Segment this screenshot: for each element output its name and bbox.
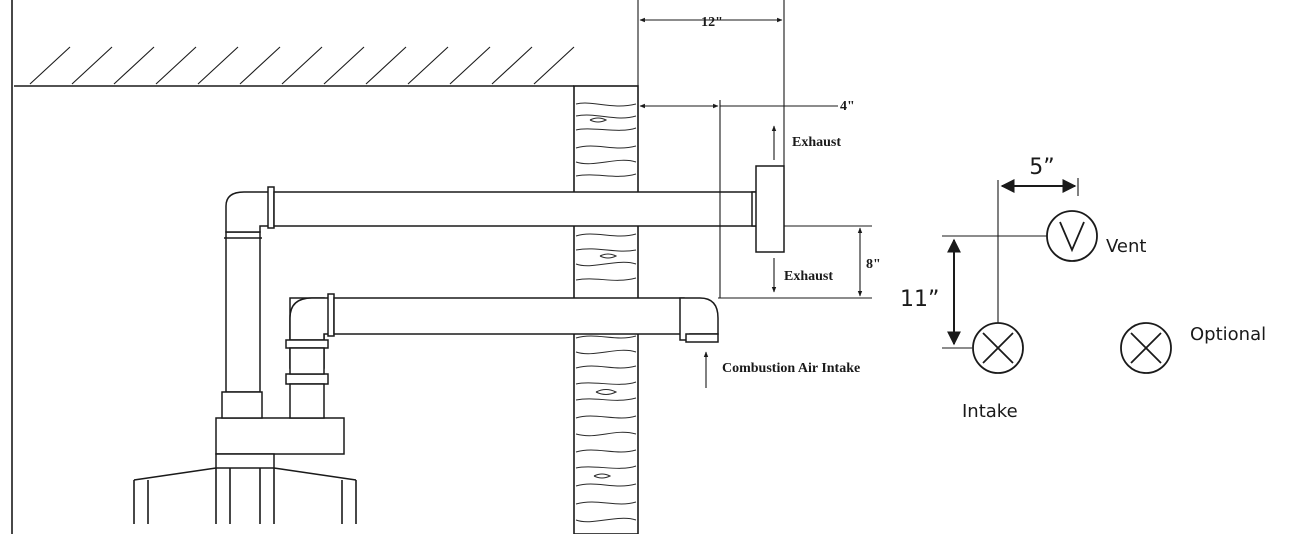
label-combustion-air-intake: Combustion Air Intake: [722, 361, 860, 376]
label-exhaust-bottom: Exhaust: [784, 269, 833, 284]
label-intake: Intake: [962, 401, 1018, 422]
ceiling: [14, 46, 575, 87]
dim-label-5-inch: 5”: [1029, 155, 1054, 180]
intake-pipe: [285, 293, 719, 419]
dimension-12-inch: [637, 0, 785, 166]
water-heater-unit: [133, 417, 357, 524]
label-vent: Vent: [1106, 236, 1146, 257]
ceiling-hatch: [29, 46, 575, 85]
label-exhaust-top: Exhaust: [792, 135, 841, 150]
dimension-4-inch: [639, 100, 838, 298]
intake-terminal-symbol: [972, 322, 1024, 374]
vent-terminal-symbol: [1046, 210, 1098, 262]
exhaust-pipe: [221, 165, 785, 419]
dim-label-11-inch: 11”: [900, 287, 939, 312]
label-optional: Optional: [1190, 324, 1266, 345]
dim-label-4-inch: 4": [840, 99, 855, 114]
dim-label-12-inch: 12": [701, 15, 723, 30]
optional-terminal-symbol: [1120, 322, 1172, 374]
dimension-5-inch: [997, 178, 1079, 323]
dimension-11-inch: [942, 235, 1047, 349]
dim-label-8-inch: 8": [866, 257, 881, 272]
dimension-8-inch: [718, 225, 872, 299]
